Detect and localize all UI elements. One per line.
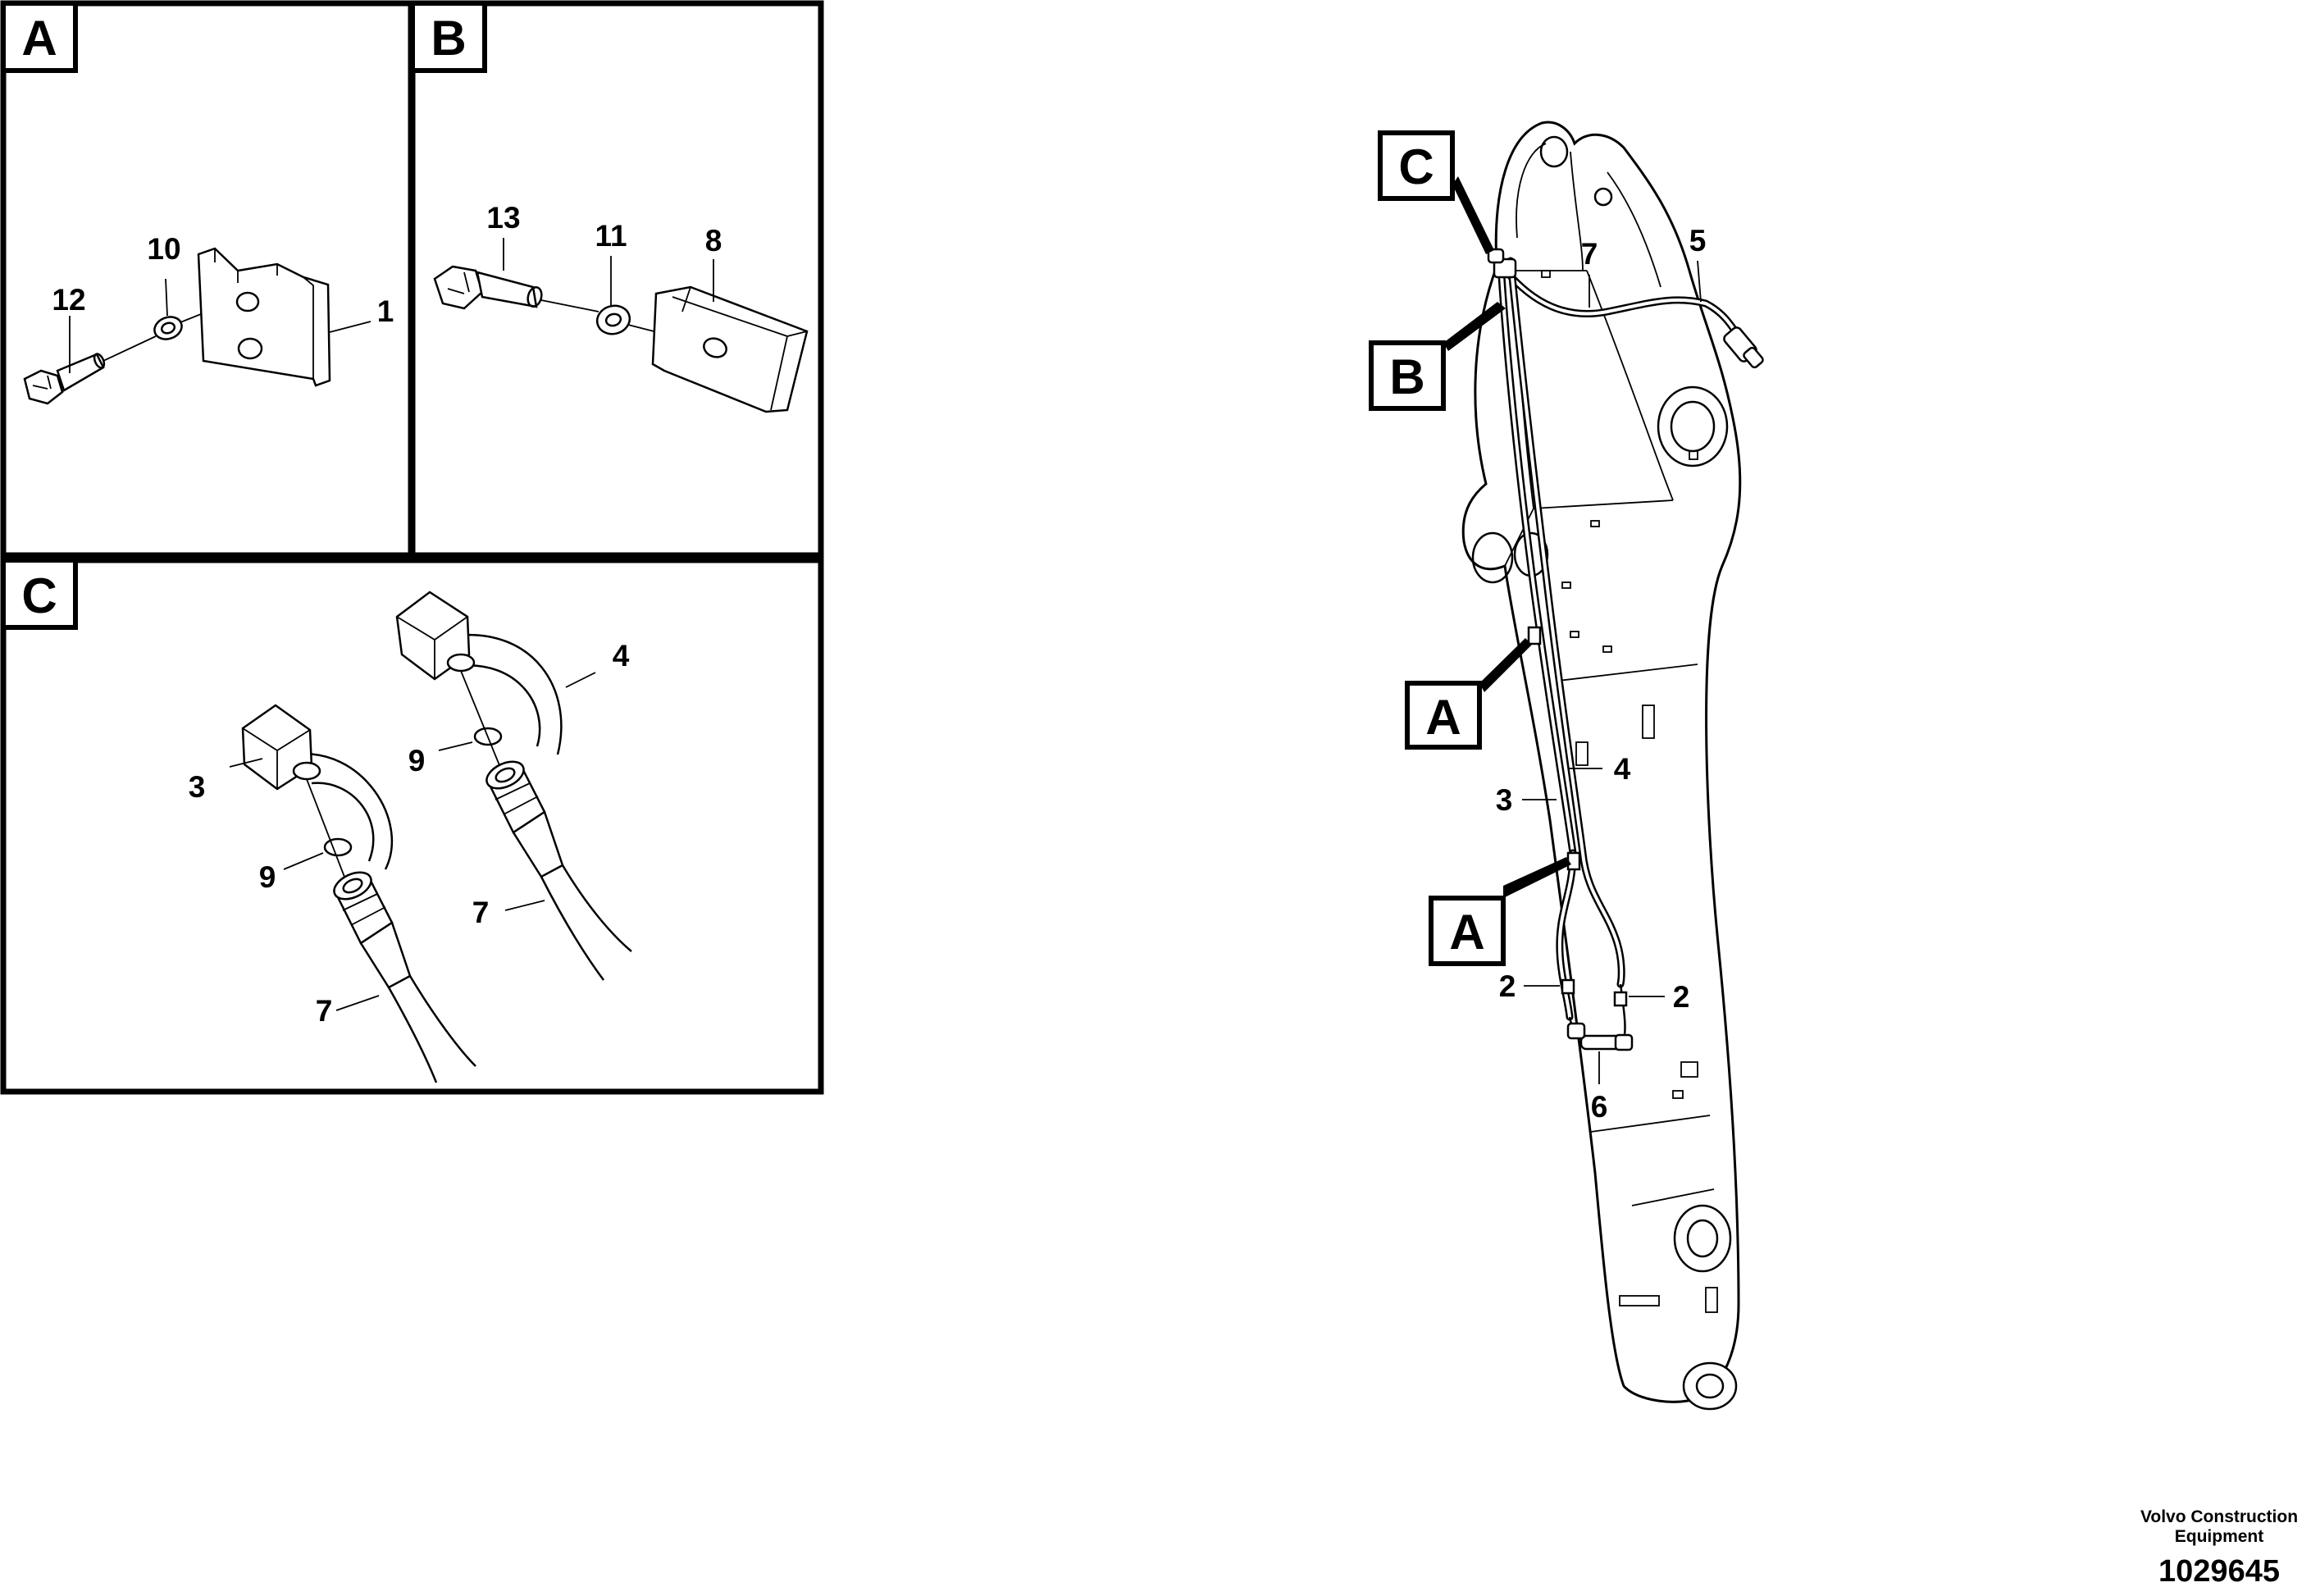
- callout-block: 6: [1591, 1090, 1608, 1124]
- pipe-clamp-top: [1493, 258, 1517, 279]
- boom-assembly: [1461, 121, 1764, 1411]
- callout-bolt: 13: [486, 201, 520, 235]
- washer-part: [153, 316, 183, 340]
- footer: Volvo Construction Equipment 1029645: [2129, 1507, 2309, 1589]
- detail-panel-c: C: [0, 557, 824, 1095]
- washer-part: [595, 304, 631, 335]
- leader-line: [165, 278, 168, 317]
- callout-o-ring-left: 9: [259, 860, 276, 894]
- leader-wedge: [1503, 857, 1571, 898]
- callout-clamp: 8: [705, 224, 722, 258]
- callout-washer: 10: [147, 232, 180, 266]
- pipe-clamp-upper: [1527, 626, 1542, 645]
- panel-c-label: C: [21, 568, 57, 623]
- o-ring-left: [323, 837, 353, 857]
- detail-panel-b: B 13 11 8: [409, 0, 824, 559]
- detail-ref-a-upper: A: [1405, 638, 1532, 750]
- assembly-line: [540, 299, 599, 312]
- document-number: 1029645: [2158, 1554, 2280, 1589]
- leader-line: [335, 995, 380, 1011]
- callout-pipe-4: 4: [1614, 752, 1631, 786]
- callout-pipe-right: 4: [613, 639, 630, 673]
- callout-hose-end: 5: [1689, 224, 1707, 258]
- boom-callouts: 7 5 3 4 2 2 6: [1496, 224, 1707, 1124]
- callout-hose-right: 7: [472, 896, 490, 929]
- callout-pipe-3: 3: [1496, 783, 1513, 817]
- fitting-right: [1613, 991, 1628, 1007]
- leader-line: [283, 852, 324, 870]
- callout-fitting-left: 2: [1499, 969, 1516, 1003]
- leader-wedge: [1479, 638, 1532, 692]
- detail-ref-b: B: [1369, 302, 1506, 411]
- bolt-part: [433, 265, 543, 310]
- callout-o-ring-right: 9: [408, 744, 426, 777]
- leader-line: [229, 758, 263, 768]
- panel-b-label: B: [431, 11, 466, 66]
- leader-line: [329, 321, 371, 333]
- svg-text:C: C: [1398, 139, 1434, 194]
- detail-panel-a: A 10 12 1: [0, 0, 414, 559]
- svg-text:A: A: [1425, 690, 1461, 745]
- assembly-line: [103, 335, 157, 362]
- callout-fitting-right: 2: [1673, 980, 1690, 1014]
- leader-line: [438, 741, 473, 751]
- pipe-clamp-lower: [1566, 851, 1581, 871]
- clamp-part: [651, 285, 809, 413]
- panel-b-label-box: [410, 1, 487, 73]
- panel-a-label: A: [21, 11, 57, 66]
- detail-ref-a-lower: A: [1429, 857, 1571, 966]
- fitting-left: [1561, 978, 1575, 995]
- callout-hose-top: 7: [1581, 237, 1598, 271]
- leader-wedge: [1452, 176, 1494, 254]
- pipe-elbow-right: [395, 591, 563, 755]
- leader-line: [565, 672, 596, 688]
- callout-washer: 11: [595, 219, 627, 253]
- svg-text:A: A: [1449, 905, 1484, 960]
- hose-fitting-left: [333, 871, 476, 1083]
- bolt-part: [23, 353, 106, 405]
- callout-hose-left: 7: [316, 994, 333, 1028]
- block-part: [1566, 1022, 1634, 1051]
- clamp-part: [197, 247, 331, 387]
- callout-bolt: 12: [52, 283, 85, 317]
- hose-fitting-right: [485, 760, 632, 981]
- leader-wedge: [1443, 302, 1506, 351]
- panel-a-label-box: [1, 1, 78, 73]
- callout-pipe-left: 3: [189, 770, 206, 804]
- svg-text:B: B: [1389, 349, 1424, 404]
- callout-clamp: 1: [377, 294, 394, 328]
- company-name-line-2: Equipment: [2174, 1527, 2264, 1546]
- panel-c-label-box: [1, 558, 78, 630]
- detail-ref-c: C: [1378, 130, 1494, 254]
- company-name-line-1: Volvo Construction: [2140, 1507, 2299, 1526]
- leader-line: [504, 900, 545, 911]
